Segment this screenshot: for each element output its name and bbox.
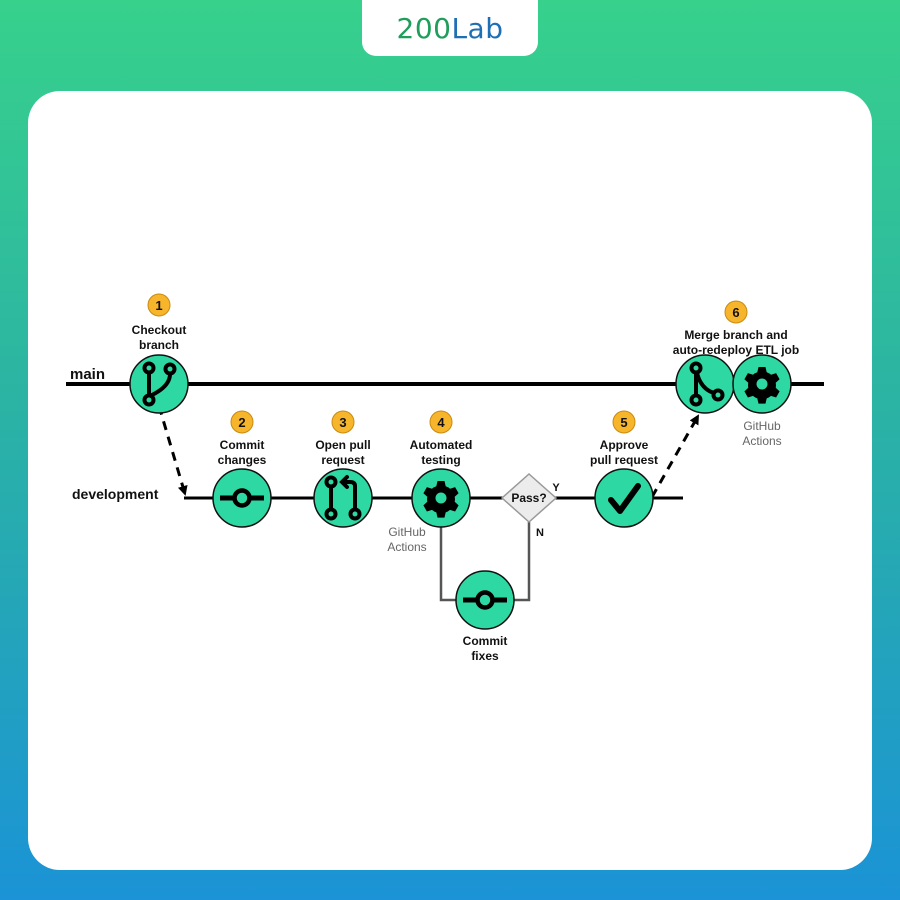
commit-fixes-label-line2: fixes [471, 649, 499, 663]
git-merge-icon [689, 361, 725, 407]
step-5-label-line2: pull request [590, 453, 658, 467]
main-branch-label: main [70, 366, 105, 383]
step-badge-1: 1 [147, 293, 171, 317]
step-badge-2: 2 [230, 410, 254, 434]
git-commit-icon [220, 488, 264, 508]
step-badge-4: 4 [429, 410, 453, 434]
pass-decision-label: Pass? [511, 491, 546, 505]
step-6-label-line1: Merge branch and [684, 328, 787, 342]
step-2-label-line2: changes [218, 453, 267, 467]
step-badge-number: 1 [155, 298, 162, 313]
checkout-arrow [157, 405, 188, 496]
step-badge-6: 6 [724, 300, 748, 324]
commit-fixes-label-line1: Commit [463, 634, 508, 648]
git-commit-icon [463, 590, 507, 610]
decision-yes-label: Y [552, 482, 560, 494]
pass-decision-diamond [500, 472, 558, 524]
decision-no-label: N [536, 527, 544, 539]
step-1-label-line1: Checkout [132, 323, 187, 337]
step-3-label-line1: Open pull [315, 438, 370, 452]
merge-arrow [650, 414, 700, 498]
deploy-actions-caption-line2: Actions [742, 434, 781, 448]
deploy-actions-caption-line1: GitHub [743, 419, 781, 433]
step-5-label-line1: Approve [600, 438, 649, 452]
pull-request-node [313, 468, 373, 528]
step-badge-number: 4 [437, 415, 445, 430]
step-badge-number: 6 [732, 305, 739, 320]
step-3-label-line2: request [321, 453, 364, 467]
step-4-label-line1: Automated [410, 438, 473, 452]
step-1-label-line2: branch [139, 338, 179, 352]
step-badge-number: 5 [620, 415, 627, 430]
step-badge-5: 5 [612, 410, 636, 434]
brand-logo-word: Lab [451, 11, 504, 45]
testing-actions-caption-line2: Actions [387, 540, 426, 554]
testing-actions-caption-line1: GitHub [388, 525, 426, 539]
development-branch-label: development [72, 486, 159, 502]
approve-node [594, 468, 654, 528]
step-badge-3: 3 [331, 410, 355, 434]
step-2-label-line1: Commit [220, 438, 265, 452]
git-branch-icon [142, 361, 177, 407]
brand-logo-number: 200 [396, 11, 452, 45]
step-badge-number: 2 [238, 415, 245, 430]
merge-node [675, 354, 735, 414]
git-pull-request-icon [324, 475, 362, 521]
step-6-label-line2: auto-redeploy ETL job [673, 343, 799, 357]
step-4-label-line2: testing [421, 453, 460, 467]
checkout-node [129, 354, 189, 414]
checkmark-icon [608, 483, 641, 514]
step-badge-number: 3 [339, 415, 346, 430]
